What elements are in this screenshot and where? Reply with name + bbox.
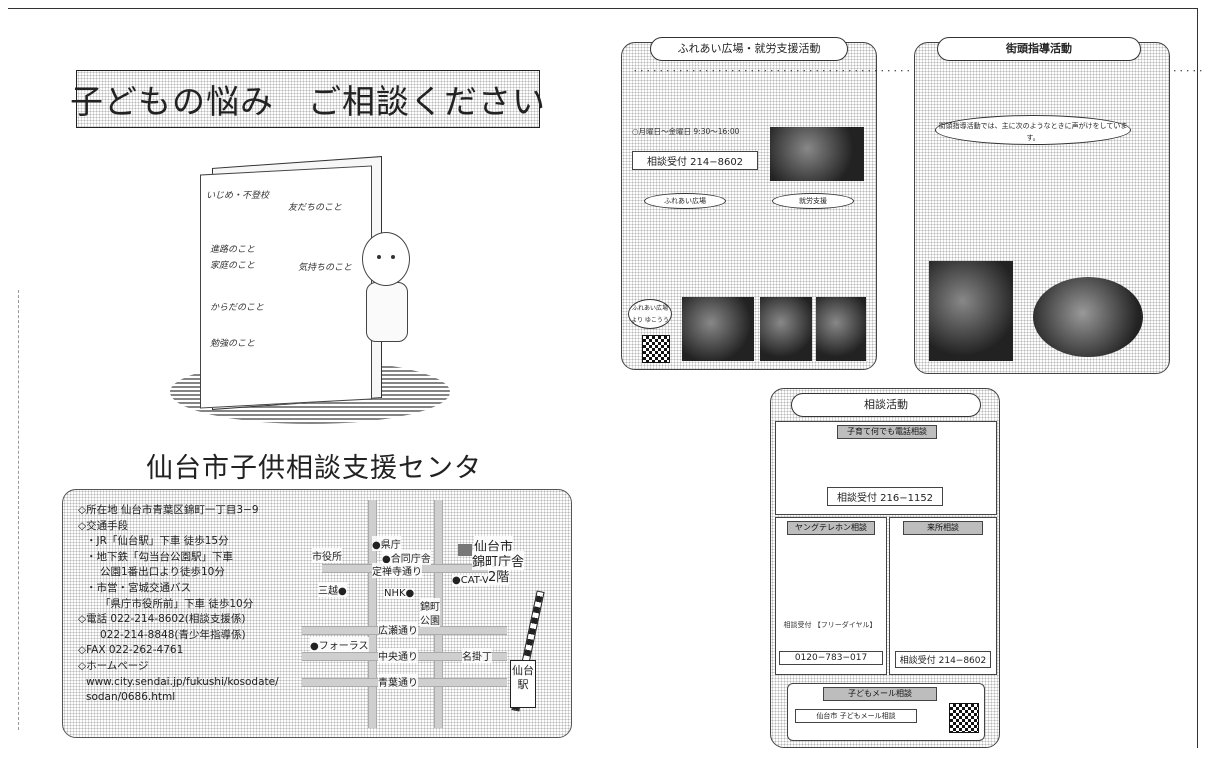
worry-note: からだのこと xyxy=(210,303,265,313)
flyer-phone: 相談受付 214−8602 xyxy=(632,151,758,170)
access-info-panel xyxy=(62,489,572,738)
info-line: ・市営・宮城交通バス xyxy=(86,581,191,594)
info-line: ◇ホームページ xyxy=(78,659,149,672)
flyer-title: ふれあい広場・就労支援活動 xyxy=(650,37,848,61)
info-line: www.city.sendai.jp/fukushi/kosodate/ xyxy=(86,675,279,688)
map-label-catv: ●CAT-V xyxy=(452,575,489,586)
section-tag: 来所相談 xyxy=(903,521,983,535)
map-label-destination: 錦町庁舎 xyxy=(472,551,525,570)
flyer-consultation: 相談活動 子育て何でも電話相談 相談受付 216−1152 ヤングテレホン相談 … xyxy=(770,388,1000,748)
access-info-text: ◇所在地 仙台市青葉区錦町一丁目3−9 ◇交通手段・JR「仙台駅」下車 徒歩15分… xyxy=(78,503,308,706)
activity-photo xyxy=(1033,277,1143,357)
top-border xyxy=(8,8,1198,9)
free-dial-number: 0120−783−017 xyxy=(779,651,883,665)
speech-bubble: ふれあい広場より ゆこうう xyxy=(628,299,672,329)
flyer-subheading: 就労支援 xyxy=(772,193,854,209)
activity-photo xyxy=(682,297,754,361)
worry-note: 気持ちのこと xyxy=(298,263,353,273)
flyer-street-guidance: 街頭指導活動 街頭指導活動では、主に次のようなときに声がけをしています。 xyxy=(914,37,1170,374)
info-line: 022-214-8848(青少年指導係) xyxy=(100,628,246,641)
section-tag: 子どもメール相談 xyxy=(823,687,937,701)
activity-photo xyxy=(816,297,866,361)
flyer-fureai: ふれあい広場・就労支援活動 ・・・・・・・・・・・・・・・・・・・・・・・・・・… xyxy=(621,37,1205,370)
info-line: ・地下鉄「勾当台公園駅」下車 xyxy=(86,550,233,563)
map-label-chuo: 中央通り xyxy=(378,648,418,663)
flyer-oval-note: 街頭指導活動では、主に次のようなときに声がけをしています。 xyxy=(935,115,1131,145)
map-label-hirose: 広瀬通り xyxy=(378,622,418,637)
map-label-prefectural-office: ●県庁 xyxy=(372,536,401,551)
worry-note: 勉強のこと xyxy=(210,339,256,349)
child-book-illustration: いじめ・不登校 友だちのこと 進路のこと 家庭のこと 気持ちのこと からだのこと… xyxy=(170,150,460,430)
activity-photo xyxy=(760,297,812,361)
info-line: ◇交通手段 xyxy=(78,519,129,532)
poster-title: 子どもの悩み ご相談ください xyxy=(70,70,545,128)
child-eye xyxy=(391,255,395,259)
section-tag: ヤングテレホン相談 xyxy=(787,521,875,535)
center-name: 仙台市子供相談支援センター xyxy=(146,453,482,523)
info-line: ◇電話 022-214-8602(相談支援係) xyxy=(78,613,246,626)
sendai-station-box: 仙台駅 xyxy=(510,660,536,708)
map-label-nhk: NHK● xyxy=(384,588,415,599)
destination-building xyxy=(458,544,472,556)
free-dial-label: 相談受付 【フリーダイヤル】 xyxy=(783,621,877,629)
info-line: 「県庁市役所前」下車 徒歩10分 xyxy=(100,597,254,610)
search-keyword: 仙台市 子どもメール相談 xyxy=(795,709,917,723)
worry-note: いじめ・不登校 xyxy=(206,191,270,201)
child-body xyxy=(366,282,408,342)
activity-photo xyxy=(770,127,864,181)
flyer-phone: 相談受付 216−1152 xyxy=(827,487,943,506)
worry-note: 進路のこと xyxy=(210,245,256,255)
map-label-park: 公園 xyxy=(420,612,440,627)
info-line: ◇所在地 仙台市青葉区錦町一丁目3−9 xyxy=(78,504,259,516)
info-line: ◇FAX 022-262-4761 xyxy=(78,644,184,657)
info-line: ・JR「仙台駅」下車 徒歩15分 xyxy=(86,535,229,548)
map-label-destination: 2階 xyxy=(488,566,510,585)
flyer-hours: ○月曜日〜金曜日 9:30〜16:00 xyxy=(632,127,740,136)
book-page xyxy=(200,165,372,409)
flyer-title: 街頭指導活動 xyxy=(937,37,1141,61)
access-map: 市役所 ●県庁 ●合同庁舎 定禅寺通り NHK● ●CAT-V 錦町 公園 三越… xyxy=(302,500,552,728)
map-label-forus: ●フォーラス xyxy=(310,637,369,652)
child-eye xyxy=(377,255,381,259)
map-label-jozenji: 定禅寺通り xyxy=(372,563,422,578)
visit-consult-box xyxy=(889,517,997,675)
flyer-title: 相談活動 xyxy=(791,393,981,417)
right-border xyxy=(1197,8,1198,748)
info-line: 公園1番出口より徒歩10分 xyxy=(100,566,225,579)
info-line: sodan/0686.html xyxy=(86,691,176,704)
map-label-city-hall: 市役所 xyxy=(312,548,342,563)
activity-photo xyxy=(929,261,1013,361)
qr-code xyxy=(949,703,979,733)
section-tag: 子育て何でも電話相談 xyxy=(837,425,937,439)
map-label-aoba: 青葉通り xyxy=(378,674,418,689)
left-cut-line xyxy=(18,290,19,730)
flyer-subheading: ふれあい広場 xyxy=(644,193,726,209)
map-road xyxy=(368,500,377,728)
map-label-mitsukoshi: 三越● xyxy=(318,582,347,597)
map-label-meikake: 名掛丁 xyxy=(462,648,492,663)
worry-note: 家庭のこと xyxy=(210,261,256,271)
flyer-intro-text: ・・・・・・・・・・・・・・・・・・・・・・・・・・・・・・・・・・・・・・・・… xyxy=(632,67,1205,76)
young-telephone-box xyxy=(775,517,887,675)
child-head xyxy=(362,232,410,286)
worry-note: 友だちのこと xyxy=(288,203,343,213)
map-label-joint-office: ●合同庁舎 xyxy=(382,550,431,565)
flyer-phone: 相談受付 214−8602 xyxy=(895,651,991,668)
qr-code xyxy=(642,335,670,363)
map-label-nishikicho: 錦町 xyxy=(420,598,440,613)
